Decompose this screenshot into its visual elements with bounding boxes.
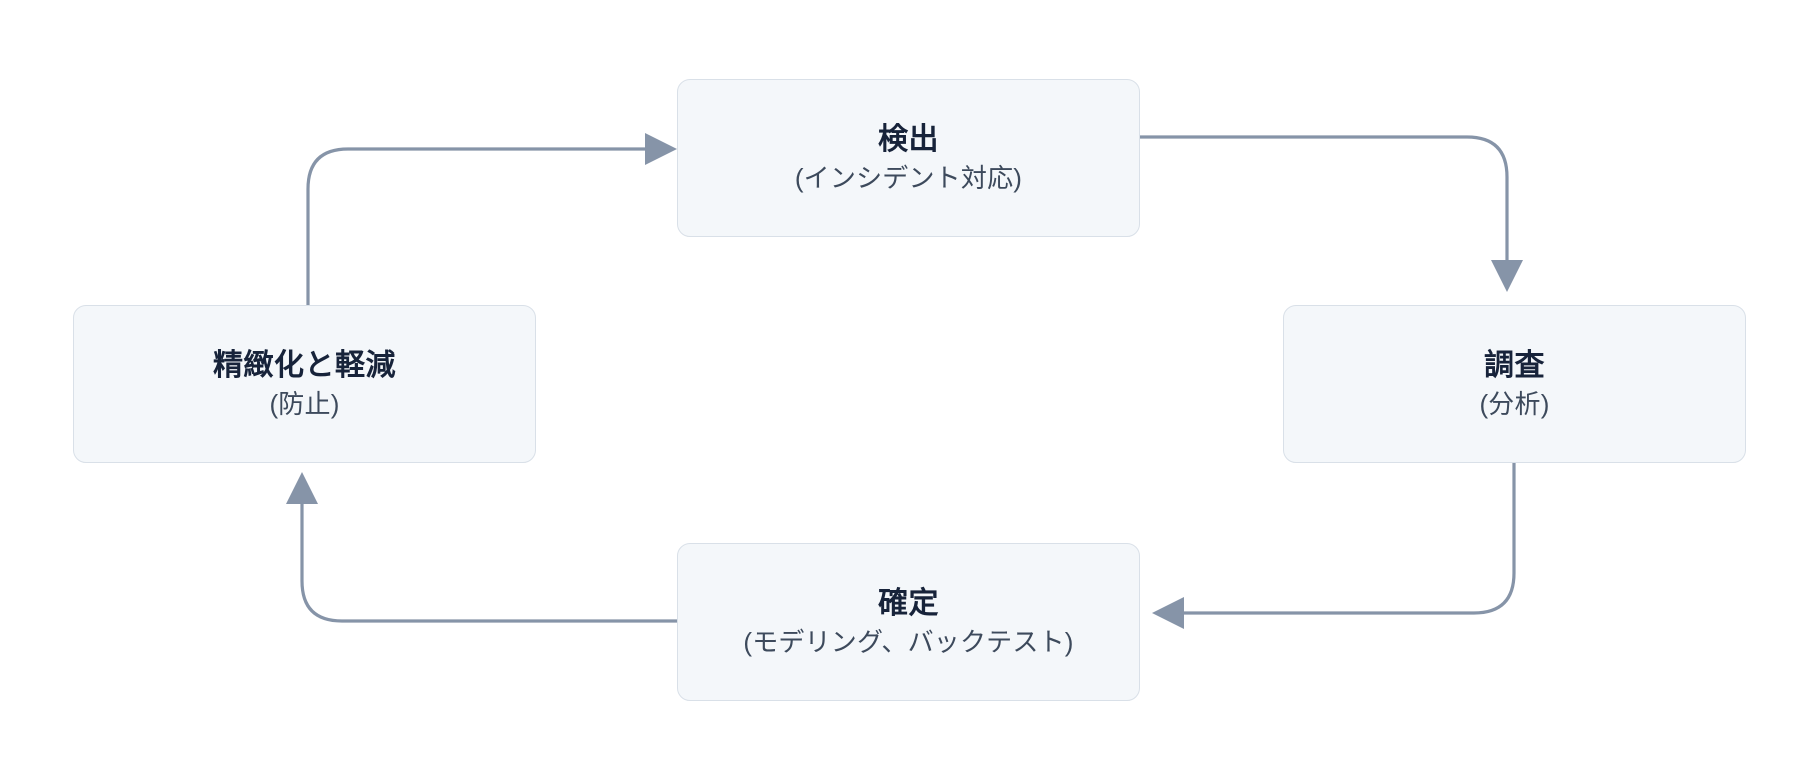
edge-investigation-to-confirmation xyxy=(1152,461,1516,629)
node-confirmation-subtitle: (モデリング、バックテスト) xyxy=(743,626,1074,657)
node-investigation-subtitle: (分析) xyxy=(1479,388,1550,419)
edge-detection-to-investigation-arrowhead xyxy=(1491,260,1523,292)
edge-confirmation-to-refinement-arrowhead xyxy=(286,472,318,504)
edge-refinement-to-detection-path xyxy=(306,147,649,307)
node-detection-subtitle: (インシデント対応) xyxy=(794,162,1023,193)
edge-confirmation-to-refinement-path xyxy=(300,500,679,623)
edge-detection-to-investigation xyxy=(1138,135,1523,292)
node-refinement-subtitle: (防止) xyxy=(269,388,340,419)
node-refinement[interactable]: 精緻化と軽減 (防止) xyxy=(73,305,536,463)
edge-detection-to-investigation-path xyxy=(1138,135,1509,264)
node-detection[interactable]: 検出 (インシデント対応) xyxy=(677,79,1140,237)
node-detection-title: 検出 xyxy=(878,122,939,156)
edge-refinement-to-detection-arrowhead xyxy=(645,133,677,165)
edge-investigation-to-confirmation-path xyxy=(1180,461,1516,615)
edge-refinement-to-detection xyxy=(306,133,677,307)
edge-confirmation-to-refinement xyxy=(286,472,679,623)
node-confirmation-title: 確定 xyxy=(878,586,939,620)
node-refinement-title: 精緻化と軽減 xyxy=(213,348,396,382)
node-confirmation[interactable]: 確定 (モデリング、バックテスト) xyxy=(677,543,1140,701)
node-investigation[interactable]: 調査 (分析) xyxy=(1283,305,1746,463)
node-investigation-title: 調査 xyxy=(1484,348,1545,382)
edge-investigation-to-confirmation-arrowhead xyxy=(1152,597,1184,629)
